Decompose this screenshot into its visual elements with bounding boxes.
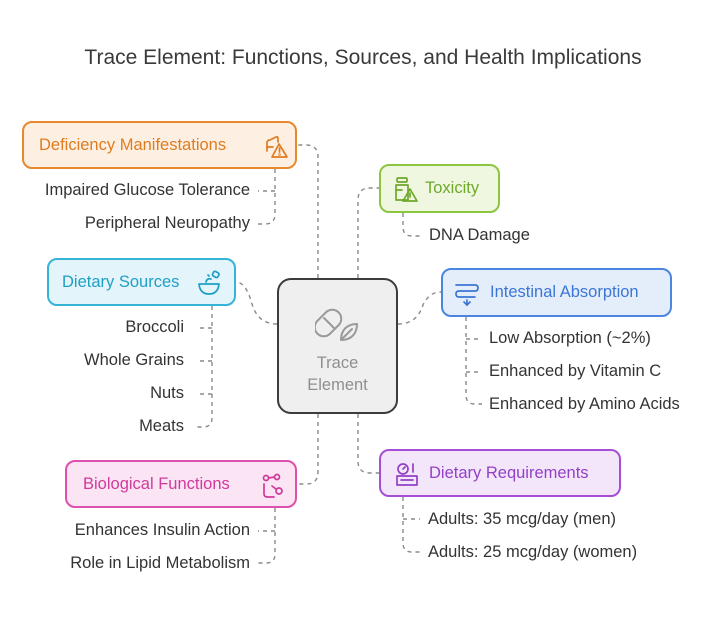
dietary-requirements-item-2: Adults: 25 mcg/day (women) [428,543,638,561]
dietary-sources-item-1: Broccoli [125,318,184,336]
bowl-icon [198,270,220,295]
connector-intestinal-absorption [397,291,442,325]
diagram-title: Trace Element: Functions, Sources, and H… [84,46,642,69]
center-label: Trace Element [307,354,368,394]
warning-hand-icon [266,135,288,158]
bottle-warning-icon [395,177,418,202]
node-biological-functions: Biological Functions [65,460,297,508]
intestinal-absorption-item-2: Enhanced by Vitamin C [489,362,662,380]
intestine-icon [455,284,479,306]
dietary-requirements-item-1: Adults: 35 mcg/day (men) [428,510,616,528]
node-dietary-requirements: Dietary Requirements [379,449,621,497]
connector-dietary-sources [235,281,278,325]
node-toxicity: Toxicity [379,164,500,213]
dietary-sources-item-3: Nuts [150,384,184,402]
connector-deficiency [297,144,319,278]
dietary-sources-label: Dietary Sources [62,272,180,291]
node-intestinal-absorption: Intestinal Absorption [441,268,672,317]
scale-icon [396,463,418,486]
molecule-hand-icon [262,473,283,498]
intestinal-absorption-label: Intestinal Absorption [490,283,639,301]
toxicity-item-1: DNA Damage [429,226,530,244]
connector-biological-functions [297,414,319,485]
toxicity-label: Toxicity [425,179,480,197]
intestinal-absorption-item-1: Low Absorption (~2%) [489,329,651,347]
dietary-sources-item-4: Meats [139,417,184,435]
dietary-requirements-label: Dietary Requirements [429,463,589,482]
center-node: Trace Element [277,278,398,414]
biological-functions-item-2: Role in Lipid Metabolism [70,554,250,572]
biological-functions-item-1: Enhances Insulin Action [74,521,250,539]
connector-dietary-requirements [357,414,379,474]
intestinal-absorption-item-3: Enhanced by Amino Acids [489,395,680,413]
dietary-sources-item-2: Whole Grains [84,351,184,369]
deficiency-item-2: Peripheral Neuropathy [84,214,250,232]
biological-functions-label: Biological Functions [83,474,230,493]
deficiency-label: Deficiency Manifestations [39,135,227,154]
pill-leaf-icon [315,308,358,341]
deficiency-item-1: Impaired Glucose Tolerance [44,181,250,199]
node-deficiency-manifestations: Deficiency Manifestations [22,121,297,169]
node-dietary-sources: Dietary Sources [47,258,236,306]
connector-toxicity [357,187,379,278]
